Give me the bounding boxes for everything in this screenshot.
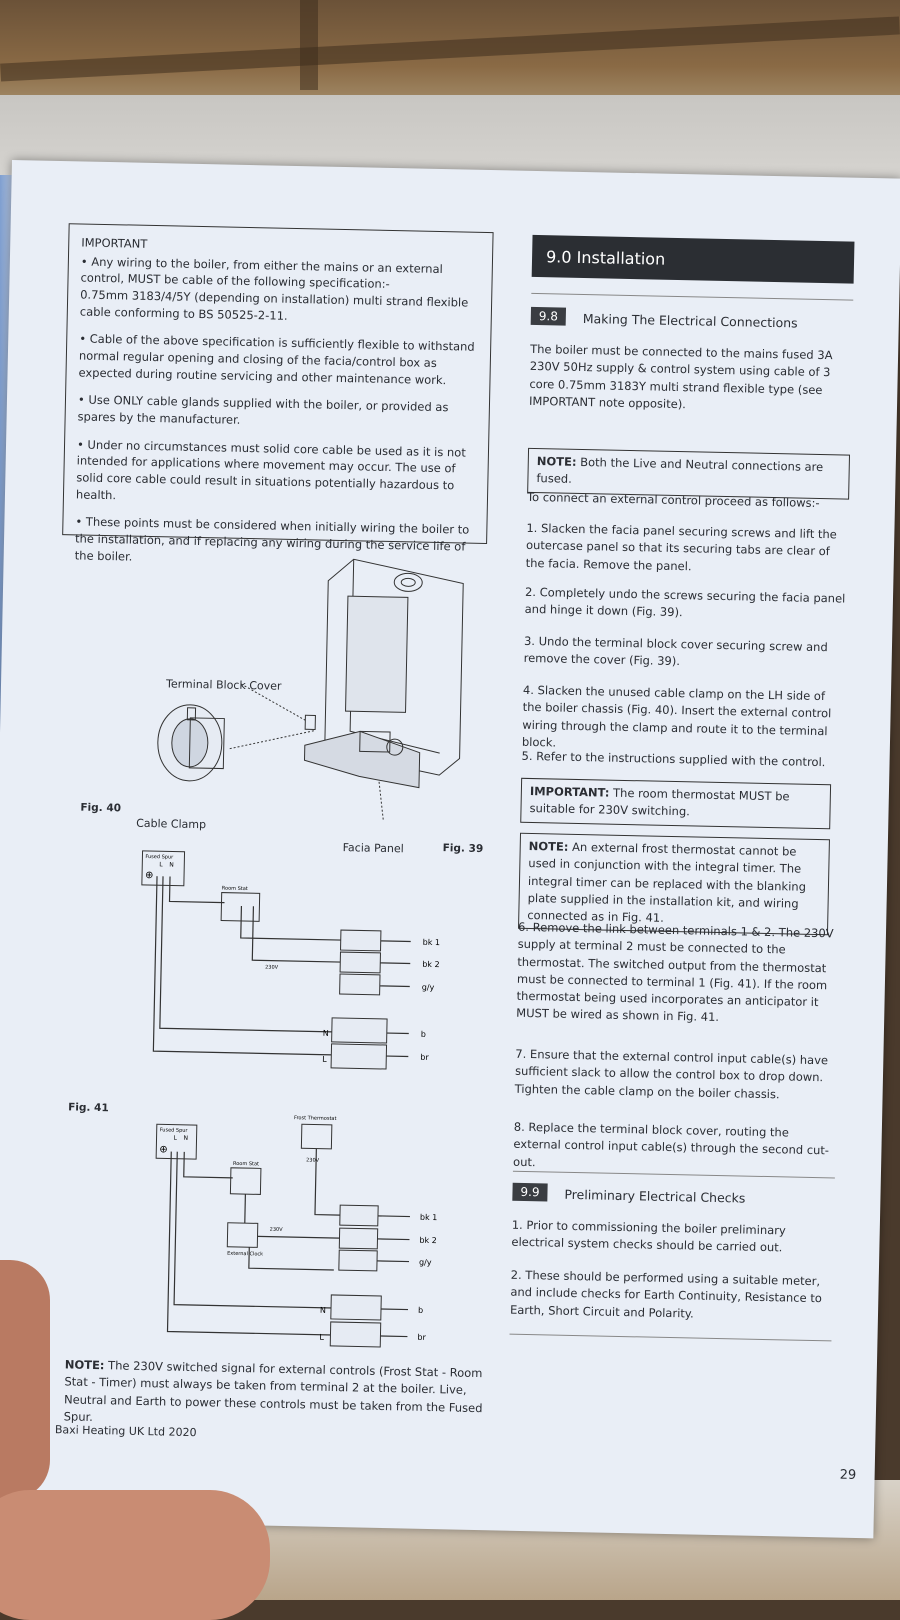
note-label: NOTE: [536,454,577,469]
fig-40-label: Fig. 40 [80,801,122,815]
voltage-label: 230V [306,1157,320,1163]
fused-spur-text: Fused Spur [160,1127,189,1134]
live-label: L [322,1055,327,1064]
terminal-b: b [421,1030,426,1039]
live-label: L [319,1333,324,1342]
cable-clamp-label: Cable Clamp [136,816,207,832]
terminal-bk2: bk 2 [419,1236,437,1245]
copyright: © Baxi Heating UK Ltd 2020 [40,1422,197,1440]
step-3: 3. Undo the terminal block cover securin… [523,633,828,669]
important-switching: IMPORTANT: The room thermostat MUST be s… [520,777,832,829]
note-text: Both the Live and Neutral connections ar… [536,454,824,487]
important-para-4: • Under no circumstances must solid core… [75,437,466,502]
terminal-bk2: bk 2 [422,960,440,969]
footer-note-text: The 230V switched signal for external co… [63,1358,483,1424]
divider [509,1333,832,1342]
leader-line [240,683,306,721]
terminal-block [330,929,388,1070]
step-1: 1. Slacken the facia panel securing scre… [525,520,837,573]
important-box: IMPORTANT • Any wiring to the boiler, fr… [62,223,494,563]
terminal-gy: g/y [422,983,435,992]
section-title-9-8: Making The Electrical Connections [582,310,798,331]
important-para-3: • Use ONLY cable glands supplied with th… [77,392,449,427]
important-para-1b: 0.75mm 3183/4/5Y (depending on installat… [79,287,469,323]
frost-thermostat-box [300,1123,333,1150]
fig-41-label: Fig. 41 [68,1101,109,1115]
step-7: 7. Ensure that the external control inpu… [514,1046,829,1101]
leader-line [229,729,316,750]
external-clock-text: External Clock [227,1251,263,1258]
earth-symbol: ⊕ [145,870,154,881]
section-number-9-9: 9.9 [512,1182,548,1202]
terminal-br: br [420,1053,429,1062]
terminal-gy: g/y [419,1258,432,1267]
section-number-9-8: 9.8 [530,306,567,326]
terminal-block-cover-label: Terminal Block Cover [165,677,282,693]
page-number: 29 [839,1467,857,1483]
divider [531,292,854,301]
finger [0,1260,50,1500]
important-para-2: • Cable of the above specification is su… [78,331,475,387]
neutral-label: N [183,1135,188,1142]
note-frost-label: NOTE: [528,838,569,854]
wiring-diagram-1: Fused Spur L N ⊕ Room Stat 230V bk 1 bk … [141,850,441,1070]
step-8: 8. Replace the terminal block cover, rou… [512,1119,830,1169]
live-label: L [159,861,163,868]
leader-line [378,781,384,820]
fused-spur-text: Fused Spur [145,854,174,861]
footer-note-label: NOTE: [64,1357,105,1373]
live-label: L [173,1135,177,1142]
room-stat-box [229,1167,262,1195]
intro-text: The boiler must be connected to the main… [528,341,833,411]
wiring-diagram-2: Fused Spur L N ⊕ Frost Thermostat Room S… [155,1115,438,1348]
check-step-1: 1. Prior to commissioning the boiler pre… [511,1217,786,1255]
step-4: 4. Slacken the unused cable clamp on the… [521,682,832,750]
cable-clamp-drawing [157,704,225,782]
voltage-label: 230V [270,1227,284,1233]
voltage-label: 230V [265,964,279,970]
section-header: 9.0 Installation [531,234,855,284]
step-6: 6. Remove the link between terminals 1 &… [516,919,834,1025]
neutral-label: N [320,1306,326,1315]
boiler-casing [303,558,464,789]
terminal-block [329,1204,382,1348]
neutral-label: N [169,861,174,868]
frost-thermostat-text: Frost Thermostat [294,1115,337,1122]
terminal-bk1: bk 1 [420,1213,438,1222]
ceiling-joist [300,0,318,90]
wires [152,876,411,1058]
important-label: IMPORTANT: [529,783,610,800]
wires [166,1148,410,1338]
section-title-9-9: Preliminary Electrical Checks [564,1186,746,1206]
terminal-bk1: bk 1 [423,938,441,947]
manual-page: IMPORTANT • Any wiring to the boiler, fr… [0,160,900,1539]
room-stat-text: Room Stat [233,1161,259,1168]
neutral-label: N [323,1029,329,1038]
room-stat-text: Room Stat [222,886,248,893]
footer-note: NOTE: The 230V switched signal for exter… [64,1356,485,1434]
step-2: 2. Completely undo the screws securing t… [524,584,846,620]
room-stat-box [220,892,261,922]
boiler-diagram [157,558,464,820]
thumb [0,1490,270,1620]
section-title: 9.0 Installation [545,246,666,269]
terminal-br: br [417,1333,426,1342]
fused-spur-box [155,1123,198,1160]
external-clock-box [226,1222,259,1248]
terminal-b: b [418,1306,423,1315]
earth-symbol: ⊕ [159,1144,168,1155]
note-frost-text: An external frost thermostat cannot be u… [527,839,807,925]
check-step-2: 2. These should be performed using a sui… [509,1267,823,1321]
